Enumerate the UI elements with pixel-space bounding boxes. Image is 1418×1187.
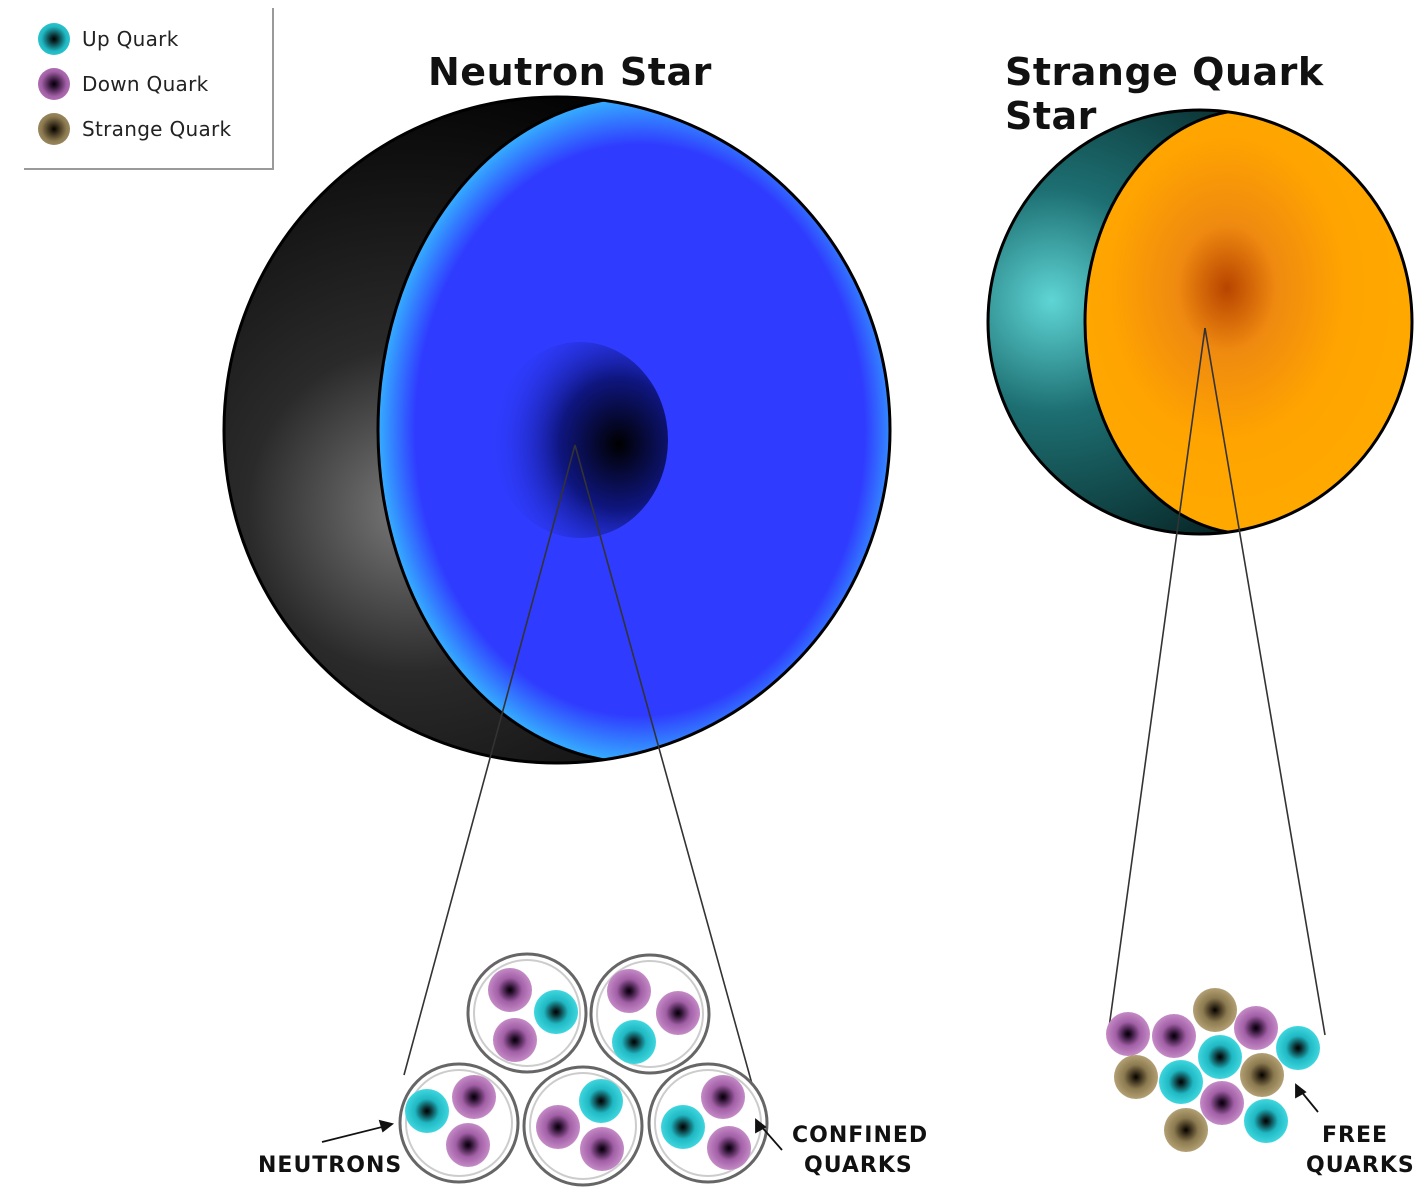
confined-quarks-label: QUARKS <box>804 1153 913 1178</box>
neutron-star <box>222 95 892 765</box>
strange-quark <box>1114 1055 1158 1099</box>
neutron <box>398 1062 520 1184</box>
neutron-zoom-line-right <box>574 444 763 1121</box>
legend-label: Down Quark <box>82 72 209 96</box>
up-quark <box>1198 1035 1242 1079</box>
free-label: FREE <box>1322 1123 1389 1148</box>
up-quark <box>612 1020 656 1064</box>
down-quark <box>488 968 532 1012</box>
down-quark-icon <box>38 68 70 100</box>
neutrons-arrow <box>321 1125 387 1143</box>
up-quark <box>661 1105 705 1149</box>
neutron <box>466 952 588 1074</box>
free-quark-cluster <box>1106 988 1320 1152</box>
down-quark <box>1200 1081 1244 1125</box>
confined-quarks-arrow <box>759 1124 783 1151</box>
neutron <box>589 953 711 1075</box>
neutron-star-outline <box>222 95 892 765</box>
down-quark <box>536 1105 580 1149</box>
up-quark <box>1276 1026 1320 1070</box>
down-quark <box>607 969 651 1013</box>
down-quark <box>1234 1006 1278 1050</box>
down-quark <box>707 1126 751 1170</box>
neutron-star-title: Neutron Star <box>428 50 712 94</box>
quark-star-title: Strange Quark Star <box>1005 50 1324 138</box>
up-quark <box>579 1079 623 1123</box>
annotation-arrows <box>321 1083 1319 1151</box>
neutron-star-core <box>492 342 668 538</box>
legend-label: Up Quark <box>82 27 179 51</box>
zoom-lines <box>403 327 1326 1121</box>
down-quark <box>1106 1012 1150 1056</box>
legend-item-down-quark: Down Quark <box>38 67 209 101</box>
neutron <box>522 1065 644 1187</box>
legend: Up Quark Down Quark Strange Quark <box>24 8 274 170</box>
up-quark <box>1159 1060 1203 1104</box>
down-quark <box>452 1075 496 1119</box>
legend-item-up-quark: Up Quark <box>38 22 179 56</box>
strange-quark <box>1193 988 1237 1032</box>
quark-star-interior <box>1083 110 1412 534</box>
confined-label: CONFINED <box>792 1123 929 1148</box>
neutrons-label: NEUTRONS <box>258 1153 403 1178</box>
quark-zoom-line-left <box>1107 327 1206 1036</box>
legend-item-strange-quark: Strange Quark <box>38 112 231 146</box>
legend-label: Strange Quark <box>82 117 232 141</box>
neutron-zoom-line-left <box>403 444 576 1076</box>
down-quark <box>656 991 700 1035</box>
free-quarks-label: QUARKS <box>1306 1153 1415 1178</box>
strange-quark <box>1164 1108 1208 1152</box>
neutron-cluster <box>398 952 769 1187</box>
down-quark <box>1152 1014 1196 1058</box>
quark-star <box>986 108 1414 536</box>
quark-star-outline <box>986 108 1414 536</box>
down-quark <box>580 1127 624 1171</box>
up-quark <box>534 990 578 1034</box>
neutron <box>647 1062 769 1184</box>
down-quark <box>493 1018 537 1062</box>
quark-zoom-line-right <box>1204 327 1326 1036</box>
down-quark <box>701 1075 745 1119</box>
up-quark <box>405 1089 449 1133</box>
strange-quark <box>1240 1053 1284 1097</box>
up-quark <box>1244 1099 1288 1143</box>
up-quark-icon <box>38 23 70 55</box>
strange-quark-icon <box>38 113 70 145</box>
down-quark <box>446 1123 490 1167</box>
